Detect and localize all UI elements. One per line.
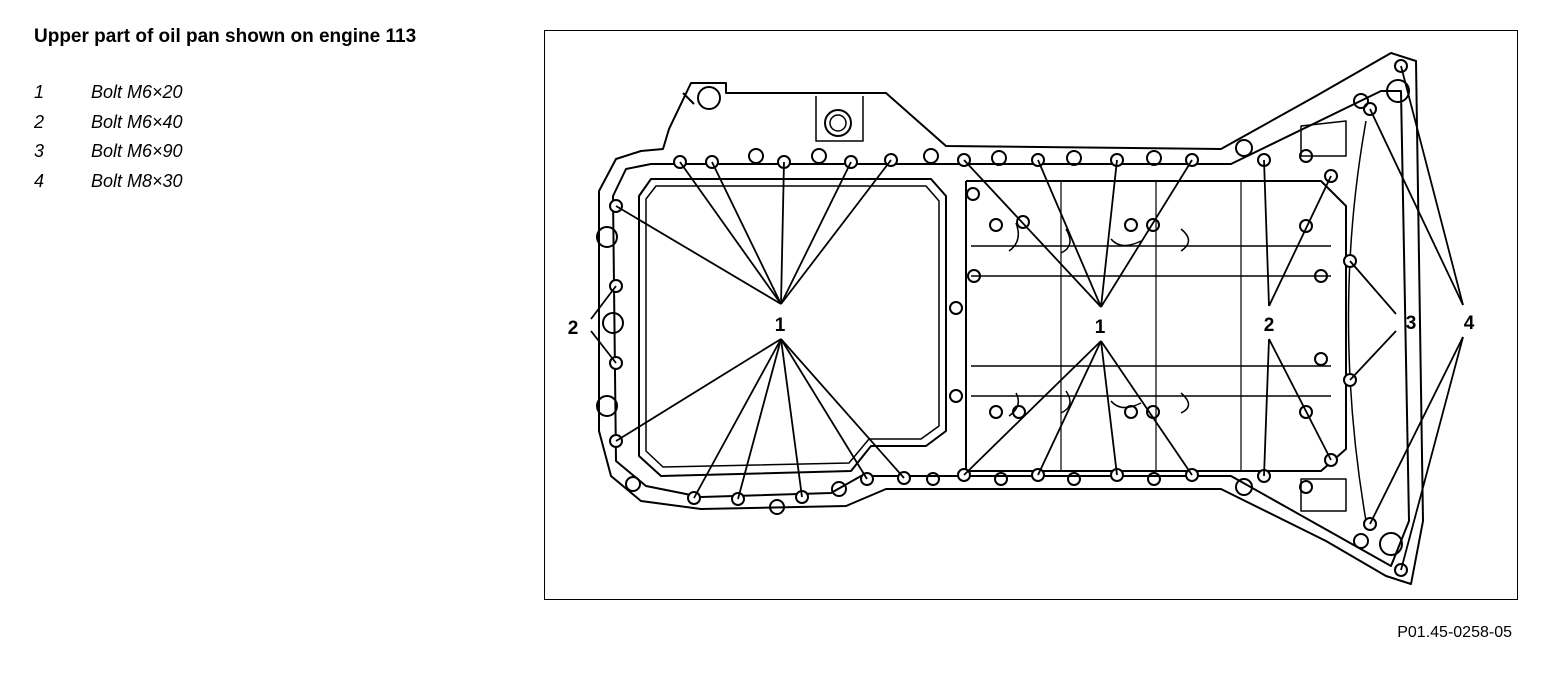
oil-pan-outline — [598, 52, 1424, 585]
legend-text: Bolt M6×40 — [91, 111, 183, 132]
page-title: Upper part of oil pan shown on engine 11… — [34, 26, 417, 47]
callout-4: 4 — [1464, 313, 1475, 334]
legend-number: 4 — [34, 170, 45, 191]
oil-pan-diagram: 1 1 2 2 3 4 — [568, 52, 1475, 585]
legend-text: Bolt M6×20 — [91, 82, 183, 102]
legend-number: 3 — [34, 141, 45, 161]
callout-3: 3 — [1406, 313, 1417, 334]
legend-number: 2 — [34, 111, 45, 132]
legend-item: 3 Bolt M6×90 — [34, 141, 334, 171]
callout-labels: 1 1 2 2 3 4 — [568, 313, 1475, 339]
legend-text: Bolt M8×30 — [91, 170, 183, 191]
oil-pan-diagram-frame: 1 1 2 2 3 4 — [544, 30, 1518, 600]
callout-1-middle: 1 — [1095, 317, 1106, 338]
callout-1-left: 1 — [775, 315, 786, 336]
bolt-legend: 1 Bolt M6×20 2 Bolt M6×40 3 Bolt M6×90 4… — [34, 82, 334, 200]
locating-holes — [596, 79, 1410, 556]
legend-item: 2 Bolt M6×40 — [34, 112, 334, 142]
legend-item: 4 Bolt M8×30 — [34, 171, 334, 201]
callout-2-left: 2 — [568, 318, 579, 339]
callout-2-right: 2 — [1264, 315, 1275, 336]
leader-lines — [590, 65, 1464, 571]
legend-number: 1 — [34, 82, 45, 102]
legend-item: 1 Bolt M6×20 — [34, 82, 334, 112]
figure-reference: P01.45-0258-05 — [1397, 624, 1512, 641]
legend-text: Bolt M6×90 — [91, 141, 183, 161]
